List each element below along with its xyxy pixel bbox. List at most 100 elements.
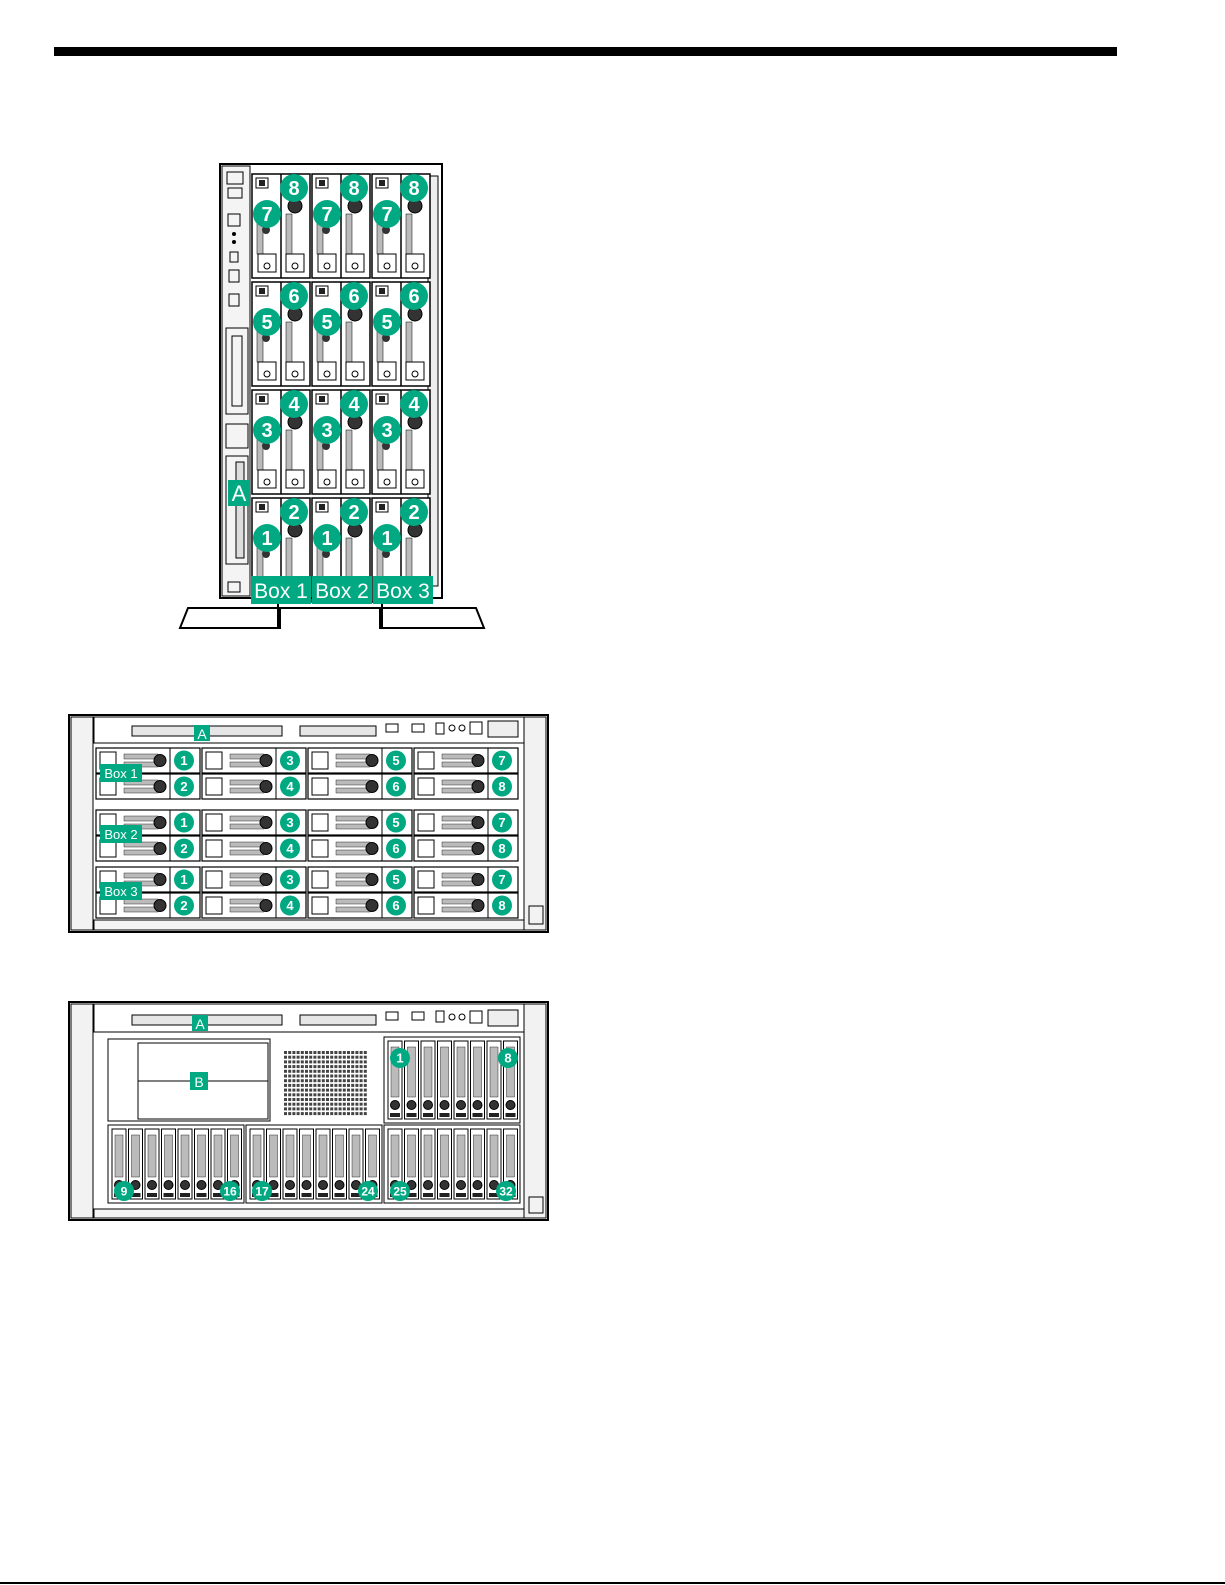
tower-bay-number: 3 xyxy=(253,416,281,444)
sff-bay-number: 3 xyxy=(280,813,300,833)
svg-text:25: 25 xyxy=(393,1184,407,1198)
tower-bay-number: 5 xyxy=(313,308,341,336)
tower-bay-number: 4 xyxy=(280,390,308,418)
tower-bay-number: 2 xyxy=(280,498,308,526)
sff-drive-slot xyxy=(333,1129,347,1199)
callout-a: A xyxy=(194,725,210,742)
tower-bay-number: 4 xyxy=(340,390,368,418)
tower-bay-number: 1 xyxy=(373,524,401,552)
svg-text:3: 3 xyxy=(286,872,293,887)
svg-text:9: 9 xyxy=(121,1184,128,1198)
sff-drive-slot xyxy=(300,1129,314,1199)
svg-text:Box 1: Box 1 xyxy=(104,766,137,781)
nvme-drive-slot xyxy=(487,1041,501,1119)
sff-bay-number: 7 xyxy=(492,751,512,771)
svg-text:6: 6 xyxy=(392,841,399,856)
svg-text:8: 8 xyxy=(498,779,505,794)
svg-text:1: 1 xyxy=(261,528,272,550)
svg-text:7: 7 xyxy=(321,204,332,226)
sff-bay-number: 1 xyxy=(174,870,194,890)
bay-number-last: 8 xyxy=(498,1048,518,1068)
svg-text:Box 2: Box 2 xyxy=(104,827,137,842)
svg-text:Box 1: Box 1 xyxy=(254,580,308,603)
tower-bay-number: 7 xyxy=(253,200,281,228)
bay-number-first: 25 xyxy=(390,1181,410,1201)
sff-bay-number: 6 xyxy=(386,777,406,797)
callout-b: B xyxy=(190,1072,208,1090)
svg-text:5: 5 xyxy=(392,815,399,830)
sff-bay-number: 8 xyxy=(492,839,512,859)
tower-bay-number: 7 xyxy=(373,200,401,228)
sff-bay-number: 2 xyxy=(174,777,194,797)
svg-text:8: 8 xyxy=(348,178,359,200)
sff-drive-slot xyxy=(145,1129,159,1199)
svg-text:8: 8 xyxy=(498,898,505,913)
tower-bay-number: 5 xyxy=(253,308,281,336)
top-rule xyxy=(54,47,1117,56)
sff-bay-number: 8 xyxy=(492,777,512,797)
svg-text:8: 8 xyxy=(408,178,419,200)
svg-text:7: 7 xyxy=(498,753,505,768)
sff-box-label-3: Box 3 xyxy=(100,882,142,900)
svg-text:5: 5 xyxy=(392,872,399,887)
svg-text:2: 2 xyxy=(180,898,187,913)
svg-text:6: 6 xyxy=(392,779,399,794)
svg-text:B: B xyxy=(194,1074,203,1090)
sff-drive-slot xyxy=(283,1129,297,1199)
tower-bay-number: 3 xyxy=(373,416,401,444)
svg-text:6: 6 xyxy=(392,898,399,913)
svg-text:A: A xyxy=(197,726,207,742)
sff-bay-number: 5 xyxy=(386,870,406,890)
sff-drive-slot xyxy=(454,1129,468,1199)
svg-text:5: 5 xyxy=(392,753,399,768)
box-label-1: Box 1 xyxy=(251,576,311,604)
svg-text:1: 1 xyxy=(381,528,392,550)
svg-text:2: 2 xyxy=(348,502,359,524)
sff-box-label-2: Box 2 xyxy=(100,825,142,843)
svg-text:17: 17 xyxy=(255,1184,269,1198)
bay-number-last: 32 xyxy=(496,1181,516,1201)
tower-bay-number: 6 xyxy=(280,282,308,310)
svg-text:7: 7 xyxy=(498,872,505,887)
sff-bay-number: 5 xyxy=(386,751,406,771)
svg-text:6: 6 xyxy=(348,286,359,308)
svg-text:6: 6 xyxy=(288,286,299,308)
sff-bay-number: 7 xyxy=(492,813,512,833)
tower-bay-number: 8 xyxy=(340,174,368,202)
bay-number-last: 16 xyxy=(220,1181,240,1201)
svg-text:7: 7 xyxy=(261,204,272,226)
svg-text:1: 1 xyxy=(180,753,187,768)
svg-text:Box 3: Box 3 xyxy=(104,884,137,899)
sff-bay-number: 6 xyxy=(386,896,406,916)
tower-bay-number: 2 xyxy=(400,498,428,526)
tower-bay-number: 2 xyxy=(340,498,368,526)
rack-mixed-drive-diagram: A B 1891617242532 xyxy=(68,1001,550,1223)
svg-text:3: 3 xyxy=(286,753,293,768)
tower-bay-number: 6 xyxy=(400,282,428,310)
sff-drive-slot xyxy=(438,1129,452,1199)
svg-text:4: 4 xyxy=(286,898,294,913)
svg-text:5: 5 xyxy=(381,312,392,334)
bay-number-last: 24 xyxy=(358,1181,378,1201)
svg-text:2: 2 xyxy=(408,502,419,524)
bottom-rule xyxy=(0,1582,1225,1584)
svg-text:24: 24 xyxy=(361,1184,375,1198)
svg-text:2: 2 xyxy=(288,502,299,524)
nvme-drive-slot xyxy=(471,1041,485,1119)
svg-text:A: A xyxy=(195,1016,205,1032)
sff-bay-number: 3 xyxy=(280,870,300,890)
box-label-2: Box 2 xyxy=(312,576,372,604)
sff-drive-slot xyxy=(178,1129,192,1199)
svg-text:2: 2 xyxy=(180,841,187,856)
sff-drive-slot xyxy=(471,1129,485,1199)
tower-bay-number: 7 xyxy=(313,200,341,228)
svg-text:1: 1 xyxy=(180,815,187,830)
sff-drive-slot xyxy=(195,1129,209,1199)
svg-text:8: 8 xyxy=(498,841,505,856)
svg-text:4: 4 xyxy=(348,394,360,416)
svg-text:4: 4 xyxy=(286,779,294,794)
svg-text:Box 2: Box 2 xyxy=(315,580,369,603)
tower-bay-number: 8 xyxy=(400,174,428,202)
